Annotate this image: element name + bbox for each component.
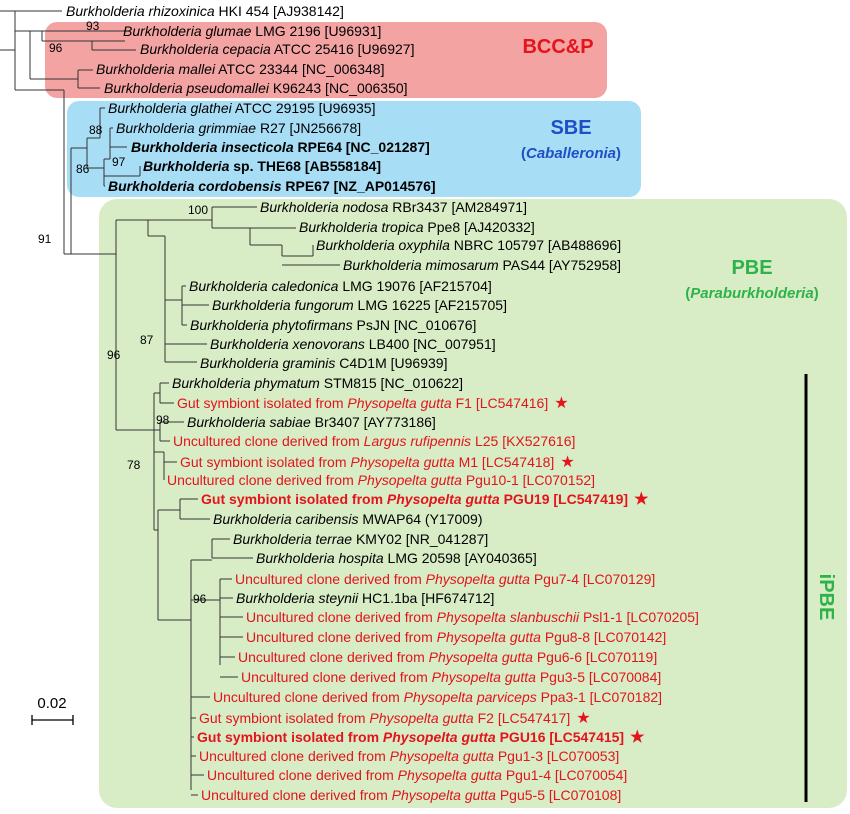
bootstrap-value: 93	[86, 19, 100, 33]
bootstrap-value: 96	[49, 41, 63, 55]
taxon-label: Burkholderia fungorum LMG 16225 [AF21570…	[212, 297, 507, 313]
taxon-label: Burkholderia pseudomallei K96243 [NC_006…	[104, 80, 408, 96]
bootstrap-value: 96	[107, 348, 121, 362]
scale-bar	[31, 715, 74, 725]
taxon-label: Burkholderia mallei ATCC 23344 [NC_00634…	[96, 61, 384, 77]
taxon-label: Burkholderia nodosa RBr3437 [AM284971]	[260, 199, 527, 215]
star-icon: ★	[630, 729, 645, 746]
taxon-label: Gut symbiont isolated from Physopelta gu…	[199, 710, 591, 727]
taxon-label: Burkholderia terrae KMY02 [NR_041287]	[233, 531, 488, 547]
taxon-label: Gut symbiont isolated from Physopelta gu…	[201, 491, 649, 508]
taxon-label: Uncultured clone derived from Physopelta…	[246, 629, 666, 645]
pbe-label: PBE	[731, 257, 772, 279]
ipbe-label: iPBE	[815, 574, 837, 621]
taxon-label: Burkholderia phymatum STM815 [NC_010622]	[172, 375, 463, 391]
taxon-label: Uncultured clone derived from Physopelta…	[235, 571, 655, 587]
taxon-label: Gut symbiont isolated from Physopelta gu…	[197, 729, 645, 746]
taxon-label: Burkholderia glathei ATCC 29195 [U96935]	[108, 100, 375, 116]
taxon-label: Burkholderia sp. THE68 [AB558184]	[143, 158, 381, 174]
taxon-label: Gut symbiont isolated from Physopelta gu…	[177, 395, 569, 412]
taxon-label: Burkholderia sabiae Br3407 [AY773186]	[187, 414, 436, 430]
taxon-label: Burkholderia oxyphila NBRC 105797 [AB488…	[316, 237, 621, 253]
pbe-clade-box	[99, 199, 847, 808]
taxon-label: Gut symbiont isolated from Physopelta gu…	[180, 454, 575, 471]
taxon-label: Burkholderia glumae LMG 2196 [U96931]	[123, 23, 381, 39]
taxon-label: Burkholderia caribensis MWAP64 (Y17009)	[213, 511, 483, 527]
sbe-label: SBE	[550, 117, 591, 139]
taxon-label: Uncultured clone derived from Physopelta…	[201, 787, 621, 803]
taxon-label: Uncultured clone derived from Physopelta…	[199, 748, 619, 764]
tip-labels: Burkholderia rhizoxinica HKI 454 [AJ9381…	[66, 3, 699, 803]
bootstrap-values: 93 96 88 97 86 91 100 87 96 98 78 96	[38, 19, 208, 606]
taxon-label: Burkholderia mimosarum PAS44 [AY752958]	[343, 257, 621, 273]
taxon-label: Uncultured clone derived from Largus ruf…	[173, 433, 575, 449]
taxon-label: Burkholderia insecticola RPE64 [NC_02128…	[131, 139, 430, 155]
pbe-sublabel: (Paraburkholderia)	[685, 285, 818, 302]
taxon-label: Burkholderia tropica Ppe8 [AJ420332]	[299, 219, 535, 235]
sbe-sublabel: (Caballeronia)	[521, 145, 621, 162]
taxon-label: Burkholderia rhizoxinica HKI 454 [AJ9381…	[66, 3, 344, 19]
taxon-label: Burkholderia phytofirmans PsJN [NC_01067…	[190, 317, 476, 333]
bootstrap-value: 88	[89, 123, 103, 137]
bootstrap-value: 98	[156, 413, 170, 427]
bootstrap-value: 86	[76, 162, 90, 176]
bccp-clade-box	[45, 22, 607, 98]
taxon-label: Burkholderia steynii HC1.1ba [HF674712]	[236, 590, 494, 606]
star-icon: ★	[634, 491, 649, 508]
taxon-label: Uncultured clone derived from Physopelta…	[246, 609, 699, 625]
tree-branches	[0, 10, 340, 796]
taxon-label: Burkholderia graminis C4D1M [U96939]	[200, 355, 447, 371]
taxon-label: Burkholderia grimmiae R27 [JN256678]	[116, 120, 361, 136]
scale-bar-label: 0.02	[37, 695, 66, 712]
taxon-label: Burkholderia hospita LMG 20598 [AY040365…	[256, 550, 537, 566]
bootstrap-value: 87	[140, 333, 154, 347]
taxon-label: Burkholderia xenovorans LB400 [NC_007951…	[210, 336, 496, 352]
bootstrap-value: 97	[112, 155, 126, 169]
bootstrap-value: 96	[193, 592, 207, 606]
taxon-label: Uncultured clone derived from Physopelta…	[167, 472, 595, 488]
taxon-label: Uncultured clone derived from Physopelta…	[238, 649, 657, 665]
sbe-clade-box	[67, 101, 641, 197]
bootstrap-value: 91	[38, 232, 52, 246]
taxon-label: Burkholderia cepacia ATCC 25416 [U96927]	[140, 41, 414, 57]
taxon-label: Uncultured clone derived from Physopelta…	[207, 767, 627, 783]
taxon-label: Uncultured clone derived from Physopelta…	[213, 689, 662, 705]
taxon-label: Uncultured clone derived from Physopelta…	[241, 669, 661, 685]
star-icon: ★	[560, 454, 574, 471]
bccp-label: BCC&P	[522, 36, 593, 58]
bootstrap-value: 78	[127, 458, 141, 472]
star-icon: ★	[554, 395, 568, 412]
star-icon: ★	[576, 710, 590, 727]
bootstrap-value: 100	[188, 203, 208, 217]
taxon-label: Burkholderia caledonica LMG 19076 [AF215…	[189, 278, 492, 294]
taxon-label: Burkholderia cordobensis RPE67 [NZ_AP014…	[108, 178, 436, 194]
